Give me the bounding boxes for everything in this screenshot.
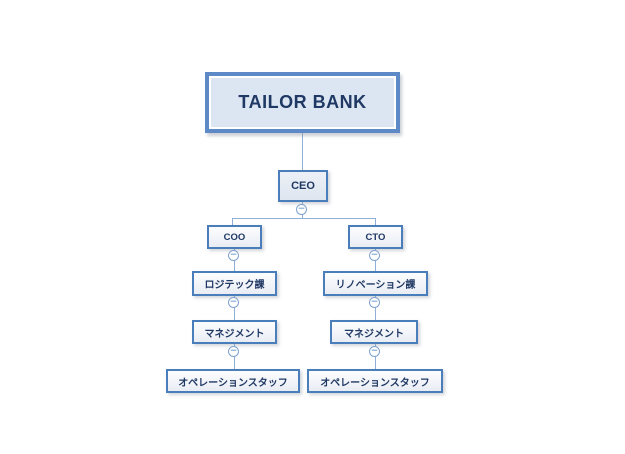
node-label: TAILOR BANK: [238, 92, 367, 112]
org-node-cto[interactable]: CTO: [348, 225, 403, 249]
node-label: COO: [223, 231, 246, 243]
node-label: オペレーションスタッフ: [320, 377, 430, 389]
node-label: マネジメント: [344, 328, 404, 340]
connector-branch-horizontal: [232, 218, 376, 219]
collapse-minus-icon[interactable]: −: [369, 250, 380, 261]
collapse-minus-icon[interactable]: −: [228, 346, 239, 357]
collapse-minus-icon[interactable]: −: [228, 250, 239, 261]
org-node-root[interactable]: TAILOR BANK: [205, 72, 400, 133]
node-label: マネジメント: [204, 328, 265, 340]
org-node-ceo[interactable]: CEO: [278, 170, 328, 202]
node-label: オペレーションスタッフ: [178, 377, 288, 389]
node-label: CTO: [365, 231, 386, 243]
connector-drop-cto: [375, 218, 376, 226]
org-node-staff-left[interactable]: オペレーションスタッフ: [166, 369, 300, 393]
collapse-minus-icon[interactable]: −: [228, 297, 239, 308]
org-node-coo[interactable]: COO: [207, 225, 262, 249]
connector-root-ceo: [302, 133, 303, 170]
connector-division-management-right: [375, 296, 376, 320]
collapse-minus-icon[interactable]: −: [369, 297, 380, 308]
collapse-minus-icon[interactable]: −: [369, 346, 380, 357]
node-label: リノベーション課: [335, 280, 416, 291]
org-node-staff-right[interactable]: オペレーションスタッフ: [307, 369, 443, 393]
collapse-minus-icon[interactable]: −: [296, 204, 307, 215]
node-label: CEO: [291, 180, 315, 192]
node-label: ロジテック課: [204, 280, 265, 291]
org-node-division-left[interactable]: ロジテック課: [192, 271, 277, 296]
org-node-division-right[interactable]: リノベーション課: [323, 271, 428, 296]
org-node-management-left[interactable]: マネジメント: [192, 320, 277, 344]
org-node-management-right[interactable]: マネジメント: [330, 320, 418, 344]
connector-division-management-left: [234, 296, 235, 320]
connector-drop-coo: [232, 218, 233, 226]
